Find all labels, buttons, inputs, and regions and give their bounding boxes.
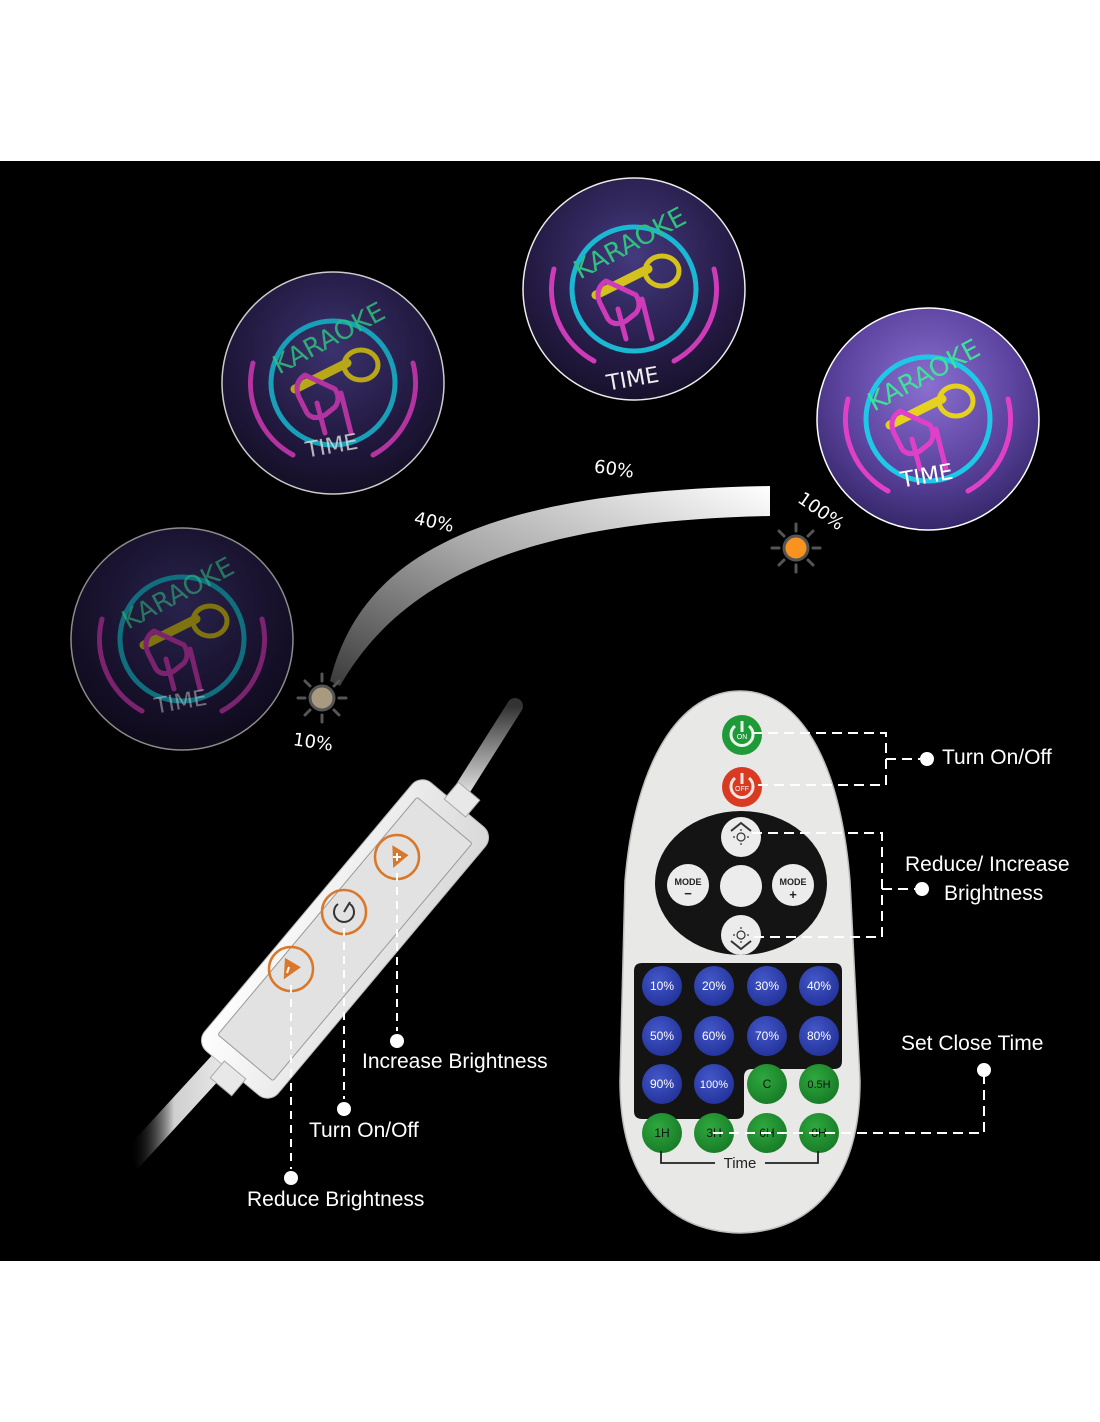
timer-1h-button[interactable]: 1H <box>642 1113 682 1153</box>
on-label: ON <box>737 734 748 741</box>
mode-plus-line1: MODE <box>780 877 807 887</box>
mode-minus-line2: − <box>684 886 692 901</box>
timer-1h-button-label: 1H <box>654 1126 669 1140</box>
brightness-down-button <box>721 915 761 955</box>
brightness-preset-80-button[interactable]: 80% <box>799 1016 839 1056</box>
remote-timer-label: Set Close Time <box>901 1032 1044 1055</box>
timer-0-5h-button-shape[interactable] <box>799 1064 839 1104</box>
time-label: Time <box>724 1155 757 1172</box>
brightness-preset-20-button-shape[interactable] <box>694 966 734 1006</box>
mode-plus-line2: + <box>789 887 797 902</box>
brightness-preset-100-button[interactable]: 100% <box>694 1064 734 1104</box>
brightness-preset-50-button[interactable]: 50% <box>642 1016 682 1056</box>
brightness-preset-80-button-shape[interactable] <box>799 1016 839 1056</box>
mode-minus-button <box>667 864 709 906</box>
timer-1h-button-shape[interactable] <box>642 1113 682 1153</box>
brightness-preset-30-button-label: 30% <box>755 979 779 993</box>
brightness-preset-100-button-label: 100% <box>700 1079 728 1091</box>
callout-dot-remote-power <box>920 752 934 766</box>
brightness-preset-70-button-shape[interactable] <box>747 1016 787 1056</box>
timer-c-button-label: C <box>763 1077 772 1091</box>
sun-dim-icon <box>296 672 348 724</box>
callout-dot-reduce <box>284 1171 298 1185</box>
remote-brightness-label-1: Reduce/ Increase <box>905 853 1070 876</box>
brightness-preset-50-button-label: 50% <box>650 1029 674 1043</box>
brightness-preset-90-button[interactable]: 90% <box>642 1064 682 1104</box>
sign-60-percent <box>522 177 746 401</box>
center-button <box>720 865 762 907</box>
brightness-preset-10-button-label: 10% <box>650 979 674 993</box>
inline-controller <box>200 779 490 1099</box>
brightness-preset-10-button-shape[interactable] <box>642 966 682 1006</box>
off-label: OFF <box>735 786 749 793</box>
time-bracket <box>660 1151 819 1164</box>
brightness-preset-10-button[interactable]: 10% <box>642 966 682 1006</box>
callout-dot-power <box>337 1102 351 1116</box>
brightness-preset-90-button-label: 90% <box>650 1077 674 1091</box>
controller-reduce-label: Reduce Brightness <box>247 1188 425 1211</box>
timer-c-button[interactable]: C <box>747 1064 787 1104</box>
brightness-preset-90-button-shape[interactable] <box>642 1064 682 1104</box>
brightness-preset-20-button-label: 20% <box>702 979 726 993</box>
brightness-preset-20-button[interactable]: 20% <box>694 966 734 1006</box>
remote-power-label: Turn On/Off <box>942 746 1052 769</box>
brightness-preset-100-button-shape[interactable] <box>694 1064 734 1104</box>
callout-dot-remote-timer <box>977 1063 991 1077</box>
brightness-preset-40-button[interactable]: 40% <box>799 966 839 1006</box>
sun-bright-icon <box>770 522 822 574</box>
diagram-canvas: KARAOKE TIME KARAOKE TIME KARAOKE TIME K… <box>70 177 1040 1234</box>
controller-power-label: Turn On/Off <box>309 1119 419 1142</box>
callout-dot-increase <box>390 1034 404 1048</box>
remote-brightness-label-2: Brightness <box>944 882 1044 905</box>
sign-100-percent <box>816 307 1040 531</box>
callout-dot-remote-brightness <box>915 882 929 896</box>
controller-increase-label: Increase Brightness <box>362 1050 548 1073</box>
keypad-panel <box>634 963 842 1119</box>
brightness-preset-60-button[interactable]: 60% <box>694 1016 734 1056</box>
brightness-preset-70-button-label: 70% <box>755 1029 779 1043</box>
brightness-preset-50-button-shape[interactable] <box>642 1016 682 1056</box>
timer-0-5h-button-label: 0.5H <box>807 1079 830 1091</box>
brightness-preset-80-button-label: 80% <box>807 1029 831 1043</box>
controller-increase-button <box>373 833 421 881</box>
sign-40-percent <box>221 271 445 495</box>
brightness-preset-40-button-label: 40% <box>807 979 831 993</box>
mode-plus-button <box>772 864 814 906</box>
brightness-arc <box>330 486 770 686</box>
brightness-preset-30-button-shape[interactable] <box>747 966 787 1006</box>
sign-10-percent <box>70 527 294 751</box>
brightness-preset-40-button-shape[interactable] <box>799 966 839 1006</box>
brightness-preset-60-button-shape[interactable] <box>694 1016 734 1056</box>
product-diagram: KARAOKE TIME KARAOKE TIME KARAOKE TIME K… <box>0 161 1100 1261</box>
brightness-preset-60-button-label: 60% <box>702 1029 726 1043</box>
brightness-preset-30-button[interactable]: 30% <box>747 966 787 1006</box>
timer-c-button-shape[interactable] <box>747 1064 787 1104</box>
mode-minus-line1: MODE <box>675 877 702 887</box>
remote-off-button <box>722 767 762 807</box>
brightness-up-button <box>721 817 761 857</box>
timer-0-5h-button[interactable]: 0.5H <box>799 1064 839 1104</box>
controller-cable-top <box>447 698 523 809</box>
brightness-preset-70-button[interactable]: 70% <box>747 1016 787 1056</box>
